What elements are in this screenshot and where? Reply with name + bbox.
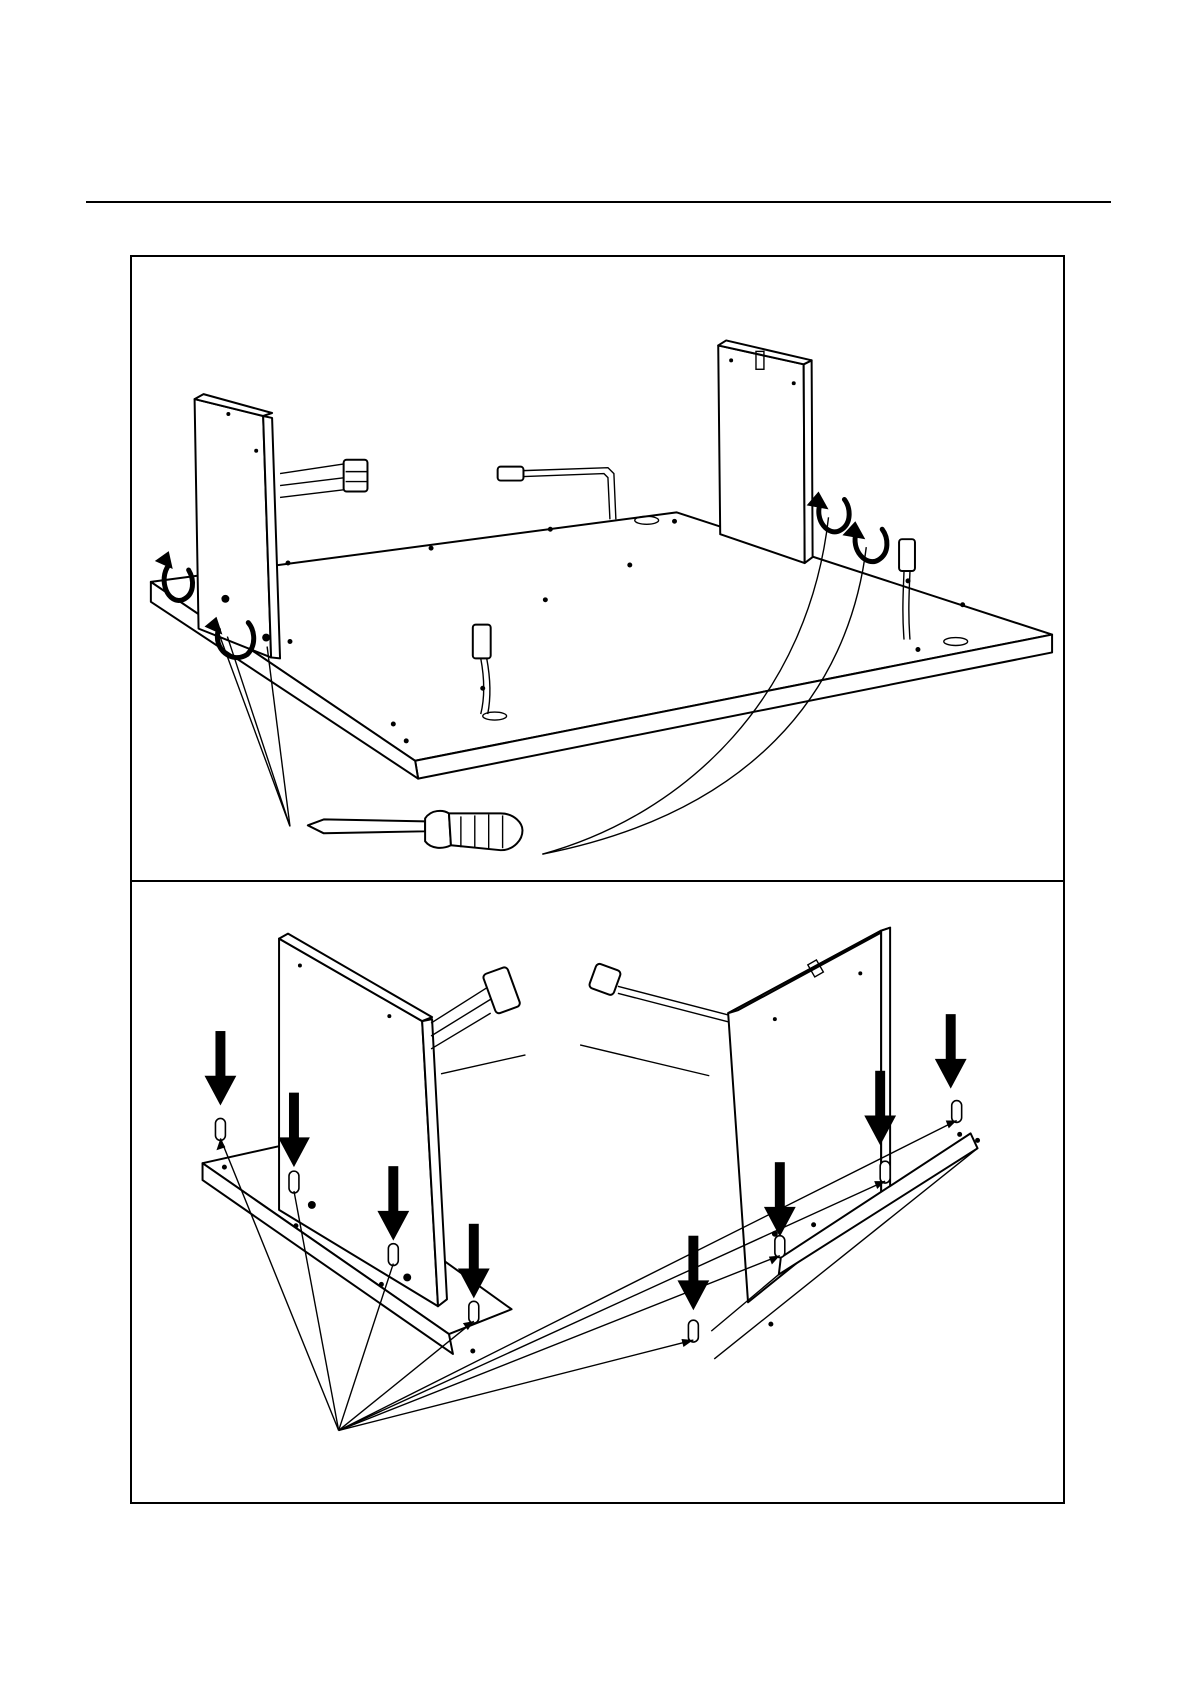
screwdriver-icon	[308, 811, 523, 850]
base-board	[151, 512, 1052, 778]
step-panel-bottom	[130, 880, 1065, 1504]
assembly-diagram-top	[132, 257, 1063, 880]
cable-right	[588, 963, 729, 1022]
cable-left	[280, 460, 367, 498]
header-rule	[86, 201, 1111, 203]
back-edges	[441, 1045, 709, 1076]
left-side-panel	[195, 394, 280, 658]
cable-center	[498, 467, 616, 520]
right-side-panel	[718, 340, 812, 563]
step-panel-top	[130, 255, 1065, 882]
assembly-diagram-bottom	[132, 882, 1063, 1502]
cable-left	[431, 966, 521, 1049]
